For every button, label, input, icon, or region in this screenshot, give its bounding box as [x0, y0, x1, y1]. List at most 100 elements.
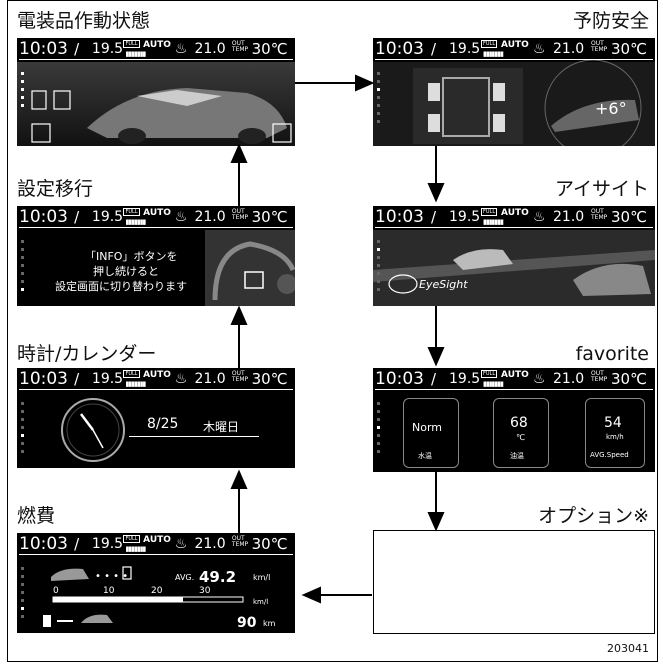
status-auto: AUTO	[501, 370, 529, 380]
panel-fuel: • • • • AVG. 49.2 km/l 0 10 20 30 km/l 9…	[17, 533, 295, 633]
page-indicator-strip	[377, 72, 380, 128]
status-out-label: OUT TEMP	[591, 40, 608, 53]
gauge2-value: 68	[510, 415, 528, 431]
gauge-avg-speed: 54 km/h AVG.Speed	[585, 398, 645, 468]
fan-level-icon: ▮▮▮▮▮▮▮	[483, 218, 504, 226]
eyesight-road-image: EyeSight	[373, 230, 655, 306]
status-temp-right: 21.0	[553, 41, 585, 57]
page-indicator-dot	[21, 402, 24, 405]
status-temp-right: 21.0	[194, 41, 226, 57]
scale-10: 10	[103, 586, 115, 596]
page-indicator-dot	[377, 434, 380, 437]
page-indicator-dot	[377, 96, 380, 99]
status-auto: AUTO	[143, 535, 171, 545]
page-indicator-dot	[377, 402, 380, 405]
svg-text:• • • •: • • • •	[95, 571, 128, 582]
label-settings: 設定移行	[17, 178, 94, 200]
page-indicator-strip	[21, 72, 24, 112]
page-indicator-dot	[377, 426, 380, 429]
settings-text-line1: 「INFO」ボタンを	[85, 250, 178, 263]
status-clock: 10:03	[19, 207, 68, 227]
page-indicator-dot	[377, 256, 380, 259]
status-clock: 10:03	[19, 534, 68, 554]
scale-0: 0	[53, 586, 59, 596]
status-temp-right: 21.0	[553, 209, 585, 225]
page-indicator-dot	[377, 248, 380, 251]
page-indicator-strip	[377, 402, 380, 458]
gauge2-unit: ℃	[516, 433, 525, 442]
defrost-icon: ♨	[174, 371, 188, 387]
status-auto: AUTO	[143, 40, 171, 50]
status-temp-left: 19.5	[91, 536, 124, 552]
status-full-badge: FULL	[123, 370, 140, 378]
status-slash: /	[431, 208, 437, 226]
status-temp-left: 19.5	[91, 41, 124, 57]
page-indicator-dot	[377, 272, 380, 275]
status-underline	[19, 554, 293, 555]
page-indicator-dot	[21, 288, 24, 291]
status-out-temp: 30℃	[611, 370, 647, 388]
status-underline	[375, 59, 653, 60]
status-clock: 10:03	[19, 39, 68, 59]
page-indicator-dot	[21, 434, 24, 437]
scale-20: 20	[151, 586, 163, 596]
status-full-badge: FULL	[123, 208, 140, 216]
figure-frame	[7, 0, 658, 662]
status-out-temp: 30℃	[251, 370, 288, 388]
status-auto: AUTO	[501, 40, 529, 50]
page-indicator-dot	[377, 410, 380, 413]
label-safety: 予防安全	[572, 10, 649, 32]
page-indicator-dot	[21, 442, 24, 445]
fan-level-icon: ▮▮▮▮▮▮▮	[125, 50, 146, 58]
status-out-label: OUT TEMP	[231, 535, 249, 548]
steering-wheel-info-button-image	[205, 230, 295, 306]
fan-level-icon: ▮▮▮▮▮▮▮	[483, 380, 504, 388]
label-electric: 電装品作動状態	[17, 10, 151, 32]
page-indicator-dot	[377, 264, 380, 267]
status-temp-left: 19.5	[449, 41, 481, 57]
page-indicator-strip	[377, 240, 380, 296]
panel-favorite: Norm 水温 68 ℃ 油温 54 km/h AVG.Speed 10:03/…	[373, 368, 655, 472]
status-auto: AUTO	[143, 208, 171, 218]
page-indicator-dot	[377, 112, 380, 115]
label-favorite: favorite	[575, 343, 649, 365]
label-option: オプション※	[538, 505, 649, 527]
gauge1-label: 水温	[418, 452, 432, 460]
label-fuel: 燃費	[17, 505, 56, 527]
page-indicator-dot	[377, 104, 380, 107]
status-slash: /	[74, 535, 80, 553]
page-indicator-dot	[21, 80, 24, 83]
figure-code: 203041	[607, 642, 649, 655]
gauge3-unit: km/h	[606, 433, 624, 441]
calendar-weekday: 木曜日	[203, 420, 240, 434]
fuel-avg-value: 49.2	[199, 568, 237, 586]
page-indicator-dot	[377, 288, 380, 291]
page-indicator-dot	[21, 450, 24, 453]
status-temp-right: 21.0	[553, 371, 585, 387]
page-indicator-strip	[21, 567, 24, 623]
page-indicator-strip	[21, 402, 24, 458]
status-temp-left: 19.5	[91, 209, 124, 225]
status-slash: /	[431, 40, 437, 58]
page-indicator-dot	[21, 280, 24, 283]
status-out-temp: 30℃	[251, 208, 288, 226]
fan-level-icon: ▮▮▮▮▮▮▮	[125, 545, 146, 553]
option-panel-blank	[373, 530, 655, 634]
defrost-icon: ♨	[174, 209, 188, 225]
status-temp-left: 19.5	[91, 371, 124, 387]
page-indicator-dot	[377, 120, 380, 123]
defrost-icon: ♨	[174, 536, 188, 552]
status-slash: /	[74, 370, 80, 388]
eyesight-logo: EyeSight	[419, 278, 468, 291]
status-auto: AUTO	[143, 370, 171, 380]
status-underline	[375, 227, 653, 228]
label-eyesight: アイサイト	[554, 178, 649, 200]
defrost-icon: ♨	[533, 41, 546, 57]
page-indicator-dot	[21, 96, 24, 99]
page-indicator-dot	[21, 426, 24, 429]
